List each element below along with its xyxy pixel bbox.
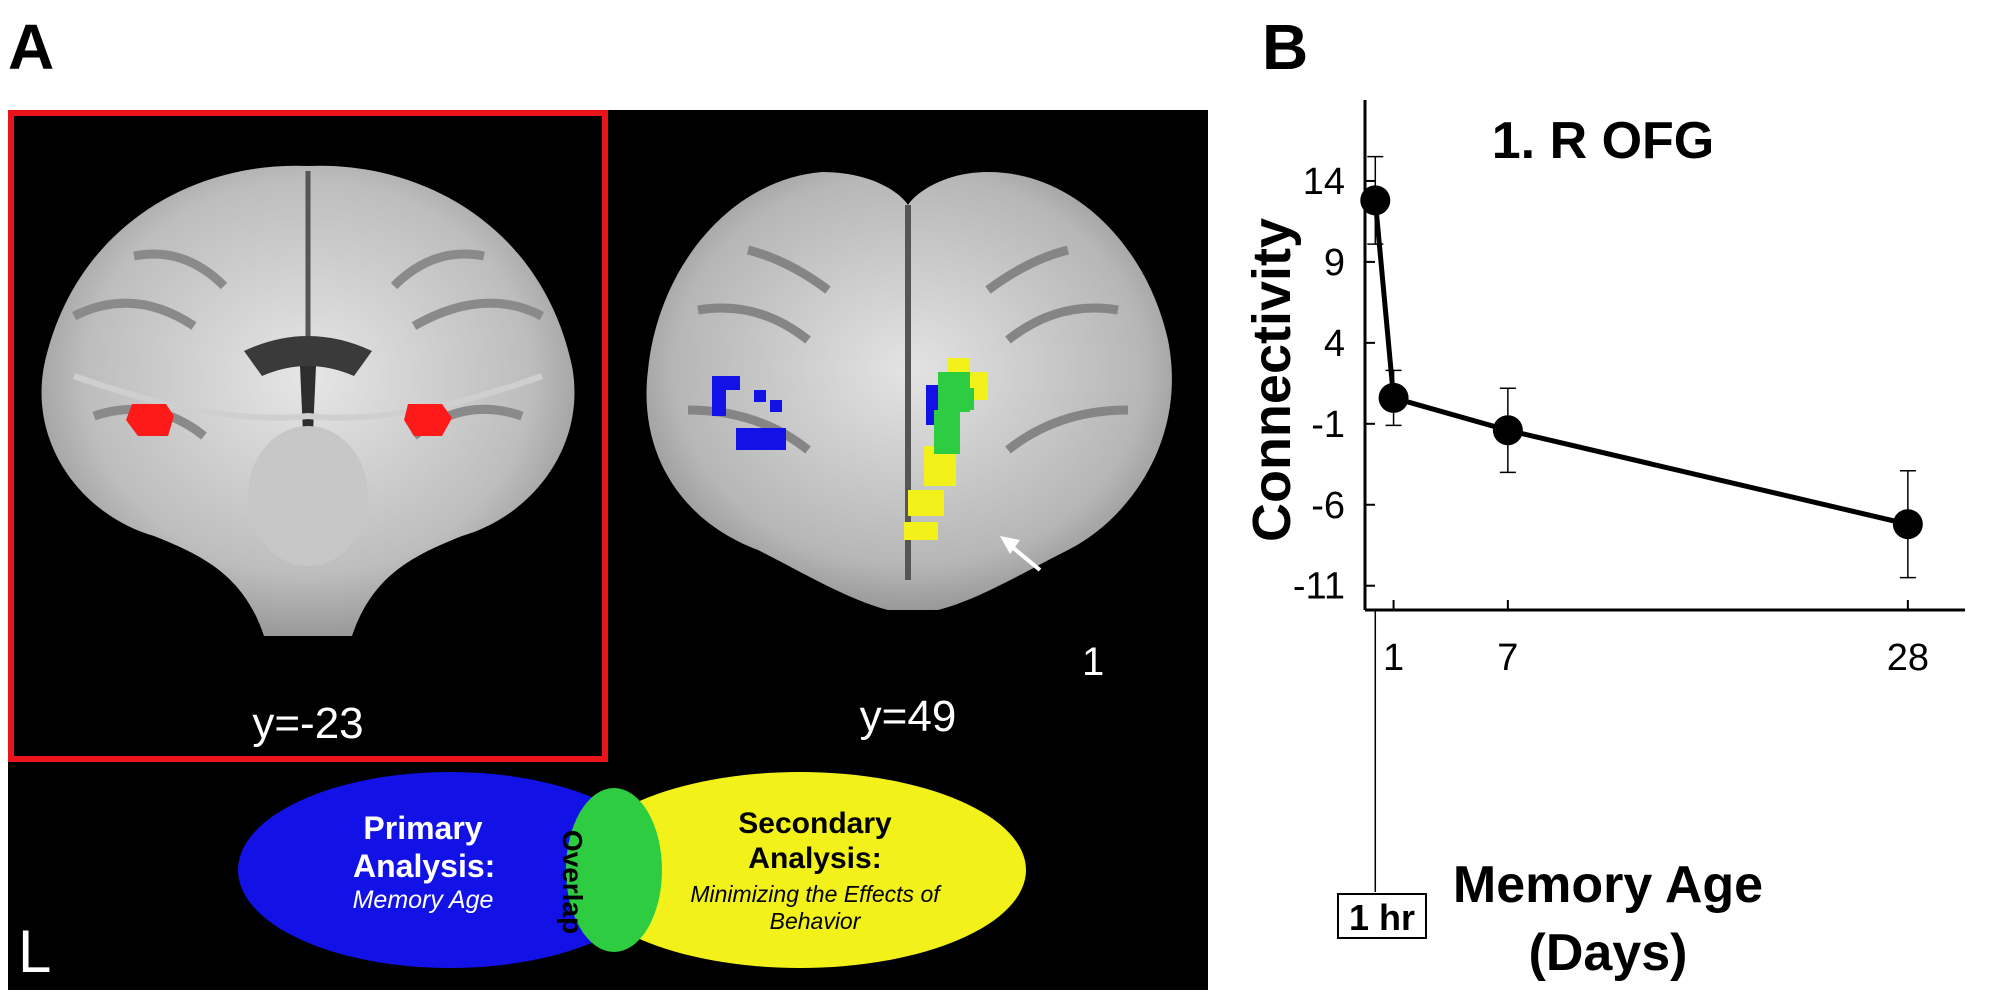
arrow-head — [1000, 536, 1020, 554]
connectivity-series-line — [1372, 200, 1909, 527]
chart-title: 1. R OFG — [1492, 112, 1714, 170]
hemisphere-label: L — [18, 918, 52, 985]
y-axis-label: Connectivity — [1250, 218, 1302, 542]
secondary-legend-text: Secondary Analysis: Minimizing the Effec… — [680, 806, 950, 935]
secondary-ellipse — [574, 772, 1026, 968]
data-point — [1492, 415, 1523, 446]
secondary-title: Secondary Analysis: — [738, 807, 892, 876]
y-tick-label: -6 — [1311, 485, 1345, 527]
y-tick-label: -11 — [1293, 566, 1345, 608]
y-tick-label: 14 — [1303, 161, 1345, 203]
secondary-analysis-cluster — [904, 358, 988, 540]
x-axis-label-line1: Memory Age — [1453, 856, 1763, 914]
coronal-slice-frame: y=-23 — [8, 110, 608, 762]
y-tick-label: -1 — [1311, 404, 1345, 446]
analysis-legend — [238, 772, 1026, 968]
data-point — [1892, 509, 1923, 540]
coronal-brain-image — [41, 165, 575, 636]
overlap-cluster — [934, 372, 974, 454]
panel-a-letter: A — [8, 11, 55, 83]
y-tick-label: 4 — [1324, 323, 1345, 365]
right-roi-mark — [404, 404, 452, 436]
x-tick-label: 7 — [1497, 637, 1518, 679]
x-tick-label: 28 — [1887, 637, 1929, 679]
overlap-ellipse — [566, 788, 662, 952]
secondary-sub: Minimizing the Effects of Behavior — [690, 880, 940, 934]
overlap-label: Overlap — [557, 829, 588, 935]
primary-title: Primary Analysis: — [353, 810, 496, 884]
slice-right-label: y=49 — [859, 692, 957, 741]
data-point — [1360, 185, 1391, 216]
primary-legend-text: Primary Analysis: Memory Age — [298, 810, 548, 915]
panel-b-letter: B — [1262, 11, 1309, 83]
slice-left-label: y=-23 — [252, 699, 364, 748]
left-roi-mark — [126, 404, 174, 436]
connectivity-chart: 14 9 4 -1 -6 -11 1 7 28 1. R OFG Connectivity Me… — [1250, 100, 1965, 982]
x-tick-label: 1 — [1383, 637, 1404, 679]
y-tick-label: 9 — [1324, 242, 1345, 284]
x-axis-label-line2: (Days) — [1529, 924, 1688, 982]
arrow-label: 1 — [1082, 640, 1105, 684]
primary-sub: Memory Age — [352, 885, 494, 914]
baseline-box — [1337, 893, 1427, 939]
brain-panel: y=-23 — [8, 110, 1208, 990]
primary-ellipse — [238, 772, 662, 968]
anterior-coronal-brain-image — [646, 172, 1172, 610]
baseline-label: 1 hr — [1349, 897, 1415, 938]
data-point — [1378, 382, 1409, 413]
